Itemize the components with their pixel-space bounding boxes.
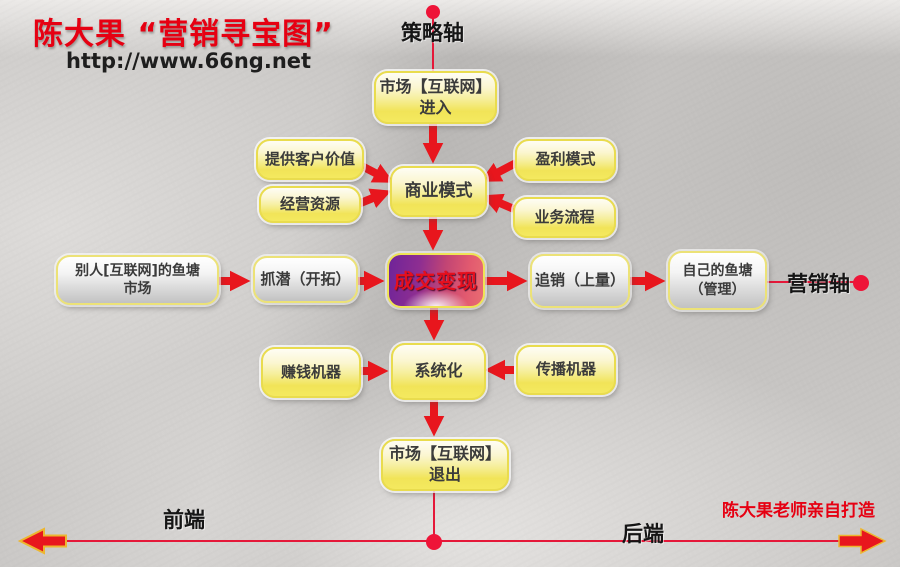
website-url: http://www.66ng.net <box>66 49 312 73</box>
node-own-pond: 自己的鱼塘 （管理） <box>668 251 767 310</box>
axis-label-marketing: 营销轴 <box>787 272 850 296</box>
arrow-businessprocess-to-businessmodel <box>481 193 516 214</box>
node-label: 盈利模式 <box>535 150 596 169</box>
node-label: 成交变现 <box>394 268 478 293</box>
node-market-entry: 市场【互联网】 进入 <box>374 71 497 124</box>
node-label: 提供客户价值 <box>264 149 355 168</box>
axis-label-strategy: 策略轴 <box>401 21 464 45</box>
node-label: 别人[互联网]的鱼塘 <box>75 262 200 279</box>
page-title: 陈大果 “营销寻宝图” <box>33 17 334 52</box>
node-customer-value: 提供客户价值 <box>256 139 364 180</box>
node-label: 市场【互联网】 <box>379 76 492 96</box>
node-deal: 成交变现 <box>387 253 485 308</box>
node-label: 业务流程 <box>534 207 595 226</box>
marketing-axis-dot <box>853 275 869 291</box>
node-spread-machine: 传播机器 <box>516 345 616 395</box>
node-profit-model: 盈利模式 <box>515 139 616 181</box>
author-watermark: 陈大果老师亲自打造 <box>722 501 875 521</box>
node-capture: 抓潜（开拓） <box>253 256 358 303</box>
node-label: 自己的鱼塘 <box>682 263 753 280</box>
node-upsell: 追销（上量） <box>530 254 630 308</box>
node-label: （管理） <box>689 281 746 298</box>
bottom-axis-right-arrow <box>838 527 887 555</box>
node-label: 商业模式 <box>404 181 473 202</box>
node-label: 退出 <box>428 465 461 484</box>
axis-label-backend: 后端 <box>622 522 664 546</box>
node-systemize: 系统化 <box>391 343 486 400</box>
node-label: 进入 <box>419 97 452 117</box>
node-label: 追销（上量） <box>534 271 625 290</box>
node-label: 市场【互联网】 <box>388 444 501 464</box>
node-label: 赚钱机器 <box>280 362 341 381</box>
node-label: 经营资源 <box>279 194 340 213</box>
arrow-profitmodel-to-businessmodel <box>480 159 518 182</box>
node-label: 市场 <box>123 281 152 297</box>
bottom-axis-dot <box>426 534 442 550</box>
node-resources: 经营资源 <box>259 186 361 223</box>
axis-label-frontend: 前端 <box>163 508 205 532</box>
node-label: 系统化 <box>414 361 463 381</box>
node-label: 抓潜（开拓） <box>260 269 351 288</box>
node-money-machine: 赚钱机器 <box>261 347 361 398</box>
node-market-exit: 市场【互联网】 退出 <box>381 439 509 491</box>
strategy-axis-dot <box>426 5 440 19</box>
node-label: 传播机器 <box>535 360 596 379</box>
node-business-process: 业务流程 <box>513 197 616 238</box>
bottom-axis-left-arrow <box>17 527 67 555</box>
node-business-model: 商业模式 <box>390 166 487 217</box>
node-others-pond: 别人[互联网]的鱼塘 市场 <box>56 255 219 305</box>
